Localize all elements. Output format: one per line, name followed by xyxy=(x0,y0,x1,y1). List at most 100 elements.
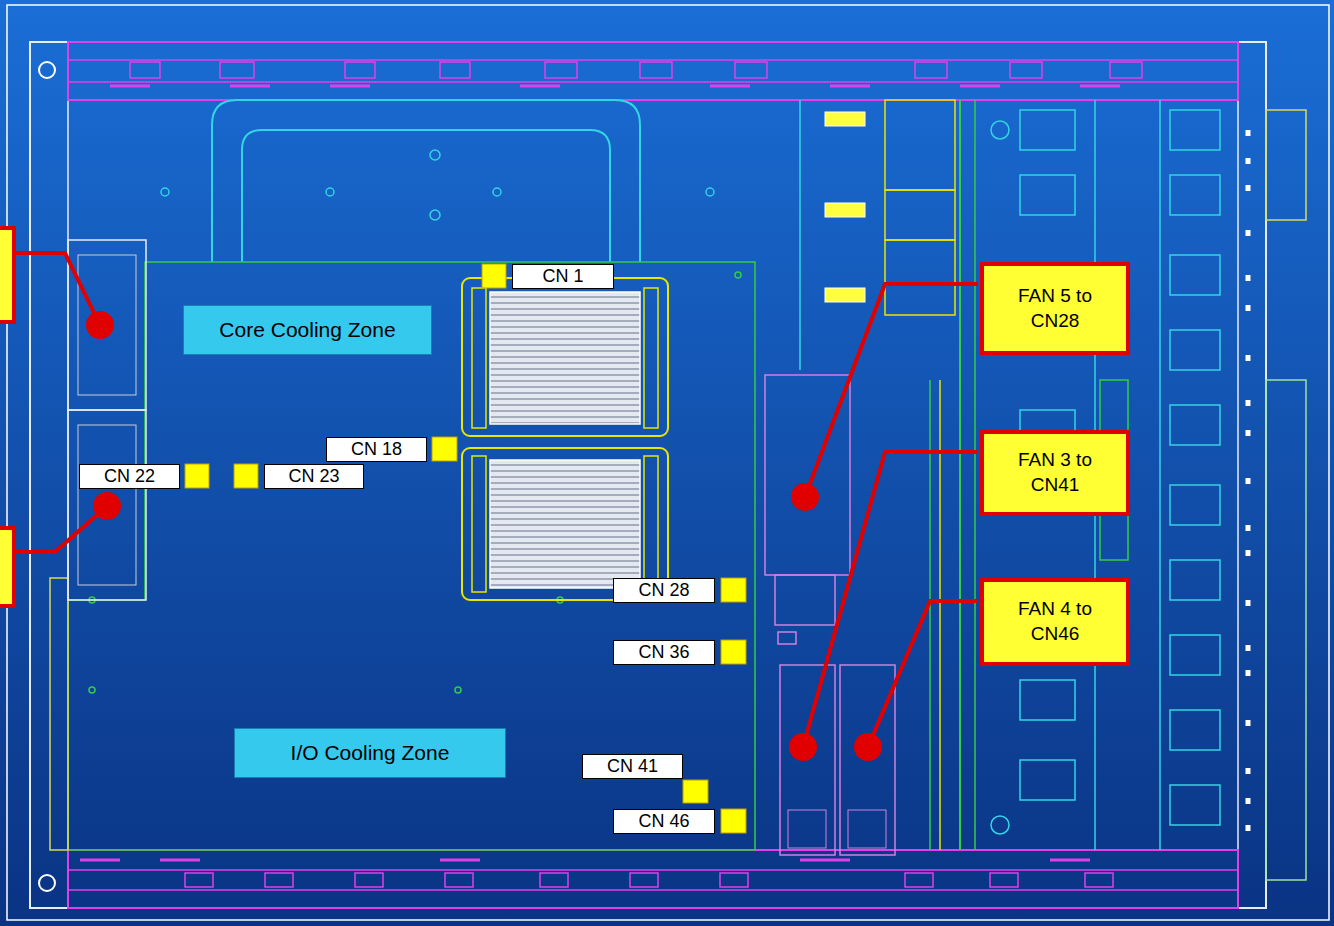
right-rail xyxy=(1238,42,1266,908)
fan-module xyxy=(788,810,826,848)
label-text: CN 22 xyxy=(104,467,155,487)
top-rail-line xyxy=(68,59,1238,61)
label-text: CN 41 xyxy=(607,757,658,777)
connector-label: CN 22 xyxy=(79,464,180,489)
connector-label: CN 46 xyxy=(613,809,715,834)
bottom-rail-line xyxy=(68,869,1238,871)
hole xyxy=(493,188,501,196)
label-text: Core Cooling Zone xyxy=(219,317,395,342)
rail-holes xyxy=(1246,130,1251,831)
fan-housing xyxy=(68,410,146,600)
hole xyxy=(991,816,1009,834)
guide-line xyxy=(1159,100,1161,850)
heatsink-clip xyxy=(644,288,658,428)
frame xyxy=(7,5,1329,920)
handle-outline xyxy=(212,100,640,262)
connector-label: CN 18 xyxy=(326,437,427,462)
fan-body xyxy=(78,425,136,585)
hole xyxy=(430,150,440,160)
label-text: CN 1 xyxy=(542,267,583,287)
rail-slots xyxy=(110,85,1120,88)
label-text: I/O Cooling Zone xyxy=(291,740,450,765)
fan-module xyxy=(840,665,895,855)
io-connector-strip xyxy=(50,578,68,850)
power-connector xyxy=(825,288,865,302)
rail-tabs xyxy=(130,62,1142,78)
connector-marker xyxy=(683,780,708,803)
connector-marker xyxy=(185,464,209,488)
fan-housing xyxy=(68,240,146,410)
leader-line xyxy=(868,601,978,747)
hole xyxy=(706,188,714,196)
label-text: CN 28 xyxy=(638,581,689,601)
left-rail xyxy=(30,42,68,908)
label-text: FAN 5 to CN28 xyxy=(1007,284,1103,333)
fan-module xyxy=(848,810,886,848)
connector-label: CN 23 xyxy=(264,464,364,489)
power-connector xyxy=(825,112,865,126)
label-text: FAN 4 to CN46 xyxy=(1007,597,1103,646)
cut-callout-box xyxy=(0,528,14,606)
connector-label: CN 36 xyxy=(613,640,715,665)
top-rail-line xyxy=(68,81,1238,83)
rail-tabs xyxy=(185,873,1113,887)
label-text: FAN 3 to CN41 xyxy=(1007,448,1103,497)
fan-module xyxy=(780,665,835,855)
connector-marker xyxy=(721,640,746,664)
chassis-outline xyxy=(30,42,1266,908)
power-bay xyxy=(885,190,955,240)
connector-marker xyxy=(721,578,746,602)
zone-label: I/O Cooling Zone xyxy=(234,728,506,778)
bottom-rail-line xyxy=(68,889,1238,891)
top-rail xyxy=(68,42,1238,100)
leader-line xyxy=(16,506,107,552)
bottom-rail xyxy=(68,850,1238,908)
guide-line xyxy=(959,100,961,850)
hole xyxy=(991,121,1009,139)
mount-hole xyxy=(735,272,741,278)
heatsink-fins xyxy=(490,292,640,424)
fan-callout-box: FAN 4 to CN46 xyxy=(980,578,1130,666)
fan-dot xyxy=(791,483,819,511)
label-text: CN 18 xyxy=(351,440,402,460)
fan-module xyxy=(778,632,796,644)
connector-label: CN 28 xyxy=(613,578,715,603)
heatsink-frame xyxy=(462,278,668,436)
rear-bracket xyxy=(1266,110,1306,220)
heatsink-fins xyxy=(490,460,640,588)
leader-line xyxy=(805,284,978,497)
fan-dot xyxy=(86,311,114,339)
heatsink-clip xyxy=(472,288,486,428)
hole xyxy=(326,188,334,196)
power-bay xyxy=(885,100,955,190)
label-text: CN 46 xyxy=(638,812,689,832)
hole xyxy=(161,188,169,196)
rail-slots xyxy=(80,859,1090,862)
connector-marker xyxy=(432,437,457,461)
fan-callout-box: FAN 3 to CN41 xyxy=(980,430,1130,516)
connector-marker xyxy=(721,809,746,833)
motherboard-outline xyxy=(68,262,755,850)
guide-line xyxy=(799,100,801,370)
connector-marker xyxy=(482,264,506,288)
label-text: CN 23 xyxy=(288,467,339,487)
fan-callout-box: FAN 5 to CN28 xyxy=(980,262,1130,355)
screw xyxy=(39,62,55,78)
label-text: CN 36 xyxy=(638,643,689,663)
cut-callout-box xyxy=(0,228,14,322)
handle-outline xyxy=(242,130,610,262)
connector-label: CN 1 xyxy=(512,264,614,289)
heatsink-clip xyxy=(644,456,658,592)
connector-label: CN 41 xyxy=(582,754,683,779)
heatsink-clip xyxy=(472,456,486,592)
fan-dot xyxy=(93,492,121,520)
fan-dot xyxy=(854,733,882,761)
leader-line xyxy=(16,253,100,325)
power-bay xyxy=(885,240,955,315)
guide-line xyxy=(974,100,976,850)
hole xyxy=(430,210,440,220)
mount-hole xyxy=(455,687,461,693)
fan-module xyxy=(765,375,850,575)
